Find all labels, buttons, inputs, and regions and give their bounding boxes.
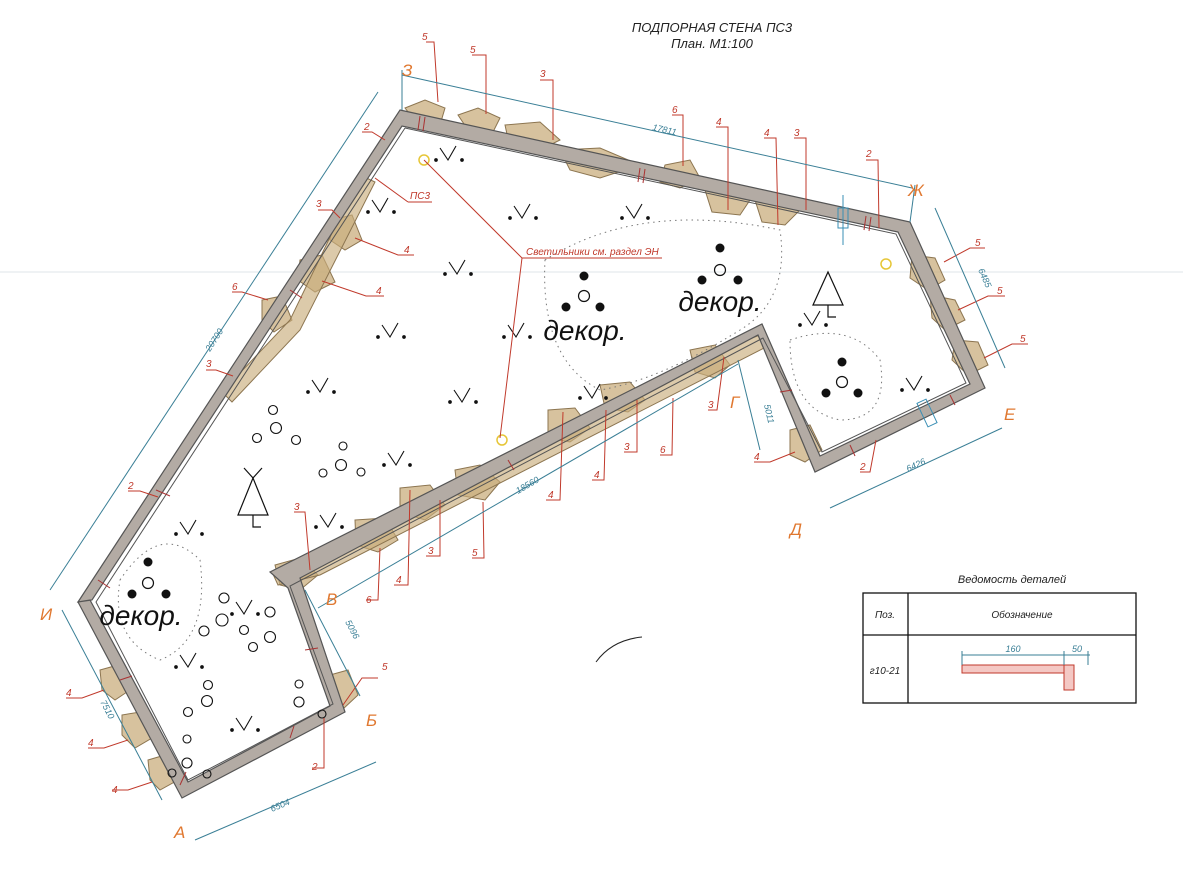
wall-lamps xyxy=(837,195,938,428)
drawing-subtitle: План. М1:100 xyxy=(671,36,753,51)
svg-text:5: 5 xyxy=(997,286,1003,297)
axis-zh: Ж xyxy=(907,181,925,200)
svg-text:5: 5 xyxy=(472,548,478,559)
axis-a: А xyxy=(173,823,185,842)
col-pos-header: Поз. xyxy=(875,610,895,621)
svg-text:5: 5 xyxy=(975,238,981,249)
detail-dim-b: 50 xyxy=(1072,644,1082,654)
dotted-outlines xyxy=(117,219,883,661)
drawing-title: ПОДПОРНАЯ СТЕНА ПС3 xyxy=(632,20,793,35)
axis-labels: А Б В Г Д Е Ж З И xyxy=(40,61,1016,842)
garden-lights xyxy=(418,154,892,446)
detail-dim-a: 160 xyxy=(1005,644,1020,654)
svg-text:3: 3 xyxy=(294,502,300,513)
svg-text:5: 5 xyxy=(382,662,388,673)
axis-e: Е xyxy=(1004,405,1016,424)
svg-text:20700: 20700 xyxy=(203,327,226,354)
svg-text:4: 4 xyxy=(396,575,402,586)
svg-text:6: 6 xyxy=(366,595,372,606)
svg-text:5: 5 xyxy=(470,45,476,56)
axis-g: Г xyxy=(730,393,741,412)
svg-text:3: 3 xyxy=(206,359,212,370)
svg-text:5: 5 xyxy=(1020,334,1026,345)
svg-text:2: 2 xyxy=(865,149,872,160)
detail-profile: 160 50 xyxy=(961,644,1090,691)
svg-text:3: 3 xyxy=(708,400,714,411)
svg-text:4: 4 xyxy=(66,688,72,699)
lamps-note: Светильники см. раздел ЭН xyxy=(526,247,660,258)
svg-text:5011: 5011 xyxy=(762,403,776,424)
retaining-wall xyxy=(76,109,986,799)
plant-symbols xyxy=(174,145,930,732)
decor-label-2: декор. xyxy=(678,286,761,317)
svg-text:5096: 5096 xyxy=(343,618,361,640)
svg-text:4: 4 xyxy=(716,117,722,128)
svg-text:2: 2 xyxy=(363,122,370,133)
position-numbers: 5 5 3 6 4 4 3 2 2 3 4 4 6 3 2 5 5 5 2 4 … xyxy=(66,32,1026,796)
details-table: Ведомость деталей Поз. Обозначение г10-2… xyxy=(862,574,1137,704)
col-name-header: Обозначение xyxy=(991,609,1053,621)
svg-text:6: 6 xyxy=(672,105,678,116)
lamps-note-leader xyxy=(423,159,662,439)
svg-text:17811: 17811 xyxy=(652,122,678,137)
position-leaders xyxy=(66,41,1028,791)
svg-text:6485: 6485 xyxy=(976,267,994,290)
svg-text:2: 2 xyxy=(127,481,134,492)
axis-b: Б xyxy=(366,711,377,730)
svg-text:4: 4 xyxy=(88,738,94,749)
svg-text:6504: 6504 xyxy=(269,797,291,814)
axis-v: В xyxy=(326,590,337,609)
svg-text:4: 4 xyxy=(594,470,600,481)
decor-label-3: декор. xyxy=(99,600,182,631)
svg-text:3: 3 xyxy=(316,199,322,210)
svg-text:4: 4 xyxy=(404,245,410,256)
wall-joints xyxy=(97,115,956,786)
details-table-title: Ведомость деталей xyxy=(958,574,1066,586)
svg-text:3: 3 xyxy=(540,69,546,80)
svg-text:4: 4 xyxy=(548,490,554,501)
svg-text:4: 4 xyxy=(764,128,770,139)
svg-text:4: 4 xyxy=(754,452,760,463)
svg-text:4: 4 xyxy=(112,785,118,796)
svg-text:6426: 6426 xyxy=(905,456,927,474)
svg-text:6: 6 xyxy=(660,445,666,456)
ps3-leader xyxy=(374,177,432,203)
svg-text:7510: 7510 xyxy=(98,698,116,720)
shrub-circles xyxy=(167,404,366,779)
svg-text:6: 6 xyxy=(232,282,238,293)
svg-text:2: 2 xyxy=(859,462,866,473)
axis-i: И xyxy=(40,605,53,624)
svg-text:2: 2 xyxy=(311,762,318,773)
tree-symbols xyxy=(237,270,844,528)
pencil-mark xyxy=(595,636,643,663)
dimension-lines xyxy=(49,70,1006,841)
ps3-label: ПС3 xyxy=(410,191,430,202)
stone-bands xyxy=(221,174,771,586)
decor-markers xyxy=(127,243,863,599)
svg-text:3: 3 xyxy=(624,442,630,453)
svg-text:18560: 18560 xyxy=(514,475,541,496)
axis-d: Д xyxy=(788,520,802,539)
decor-label-1: декор. xyxy=(543,315,626,346)
svg-text:3: 3 xyxy=(428,546,434,557)
svg-text:5: 5 xyxy=(422,32,428,43)
svg-text:3: 3 xyxy=(794,128,800,139)
svg-text:4: 4 xyxy=(376,286,382,297)
axis-z: З xyxy=(402,61,413,80)
row-pos: г10-21 xyxy=(870,666,901,677)
